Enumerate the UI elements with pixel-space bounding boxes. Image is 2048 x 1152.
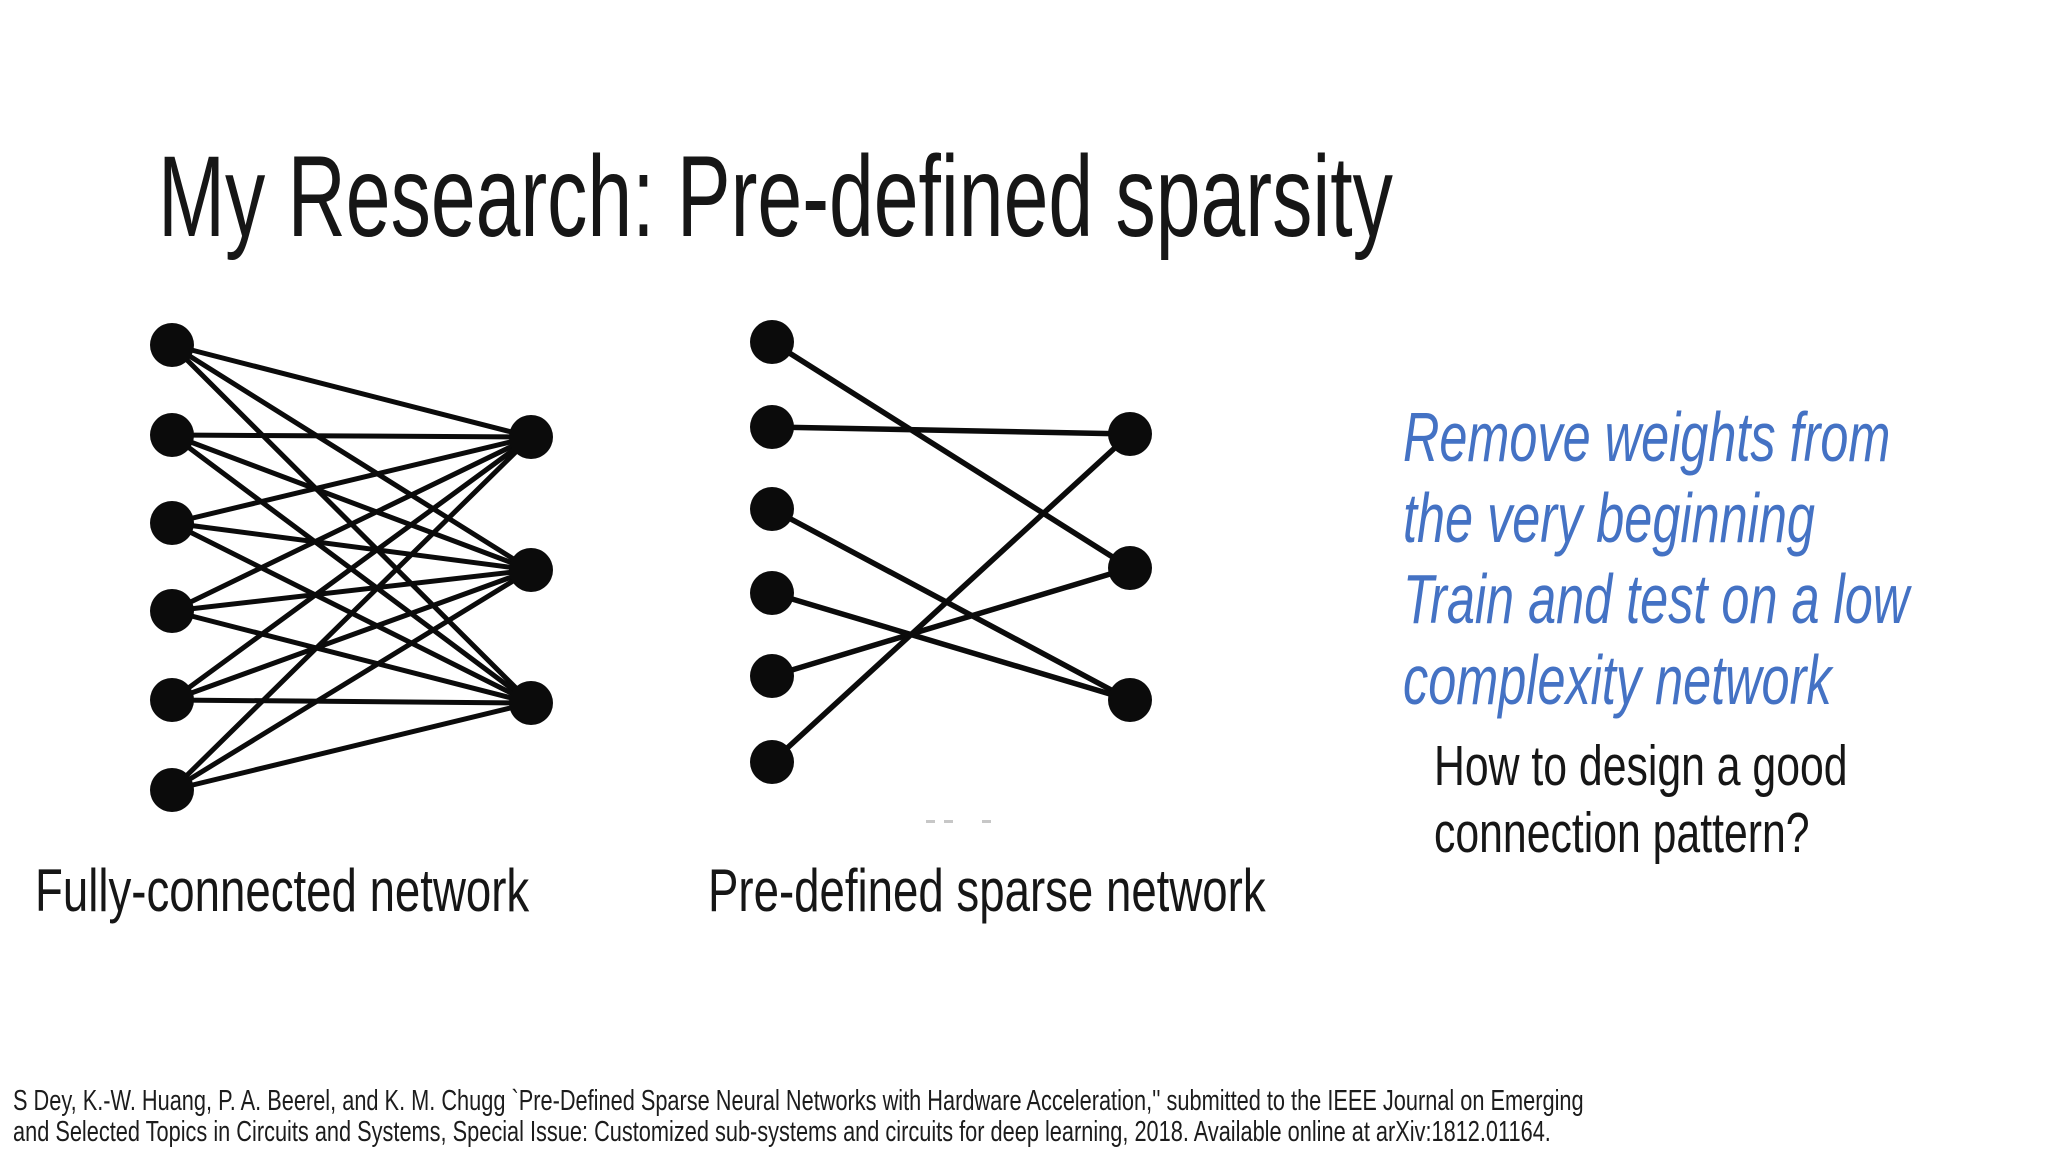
fully-connected-network-edge (169, 608, 534, 706)
blue-note-line: complexity network (1403, 641, 1832, 719)
faint-dash-artifact (982, 820, 991, 823)
sparse-network-node (750, 487, 794, 531)
sparse-network-node (750, 740, 794, 784)
fully-connected-network-node (150, 323, 194, 367)
sparse-network-node (1108, 546, 1152, 590)
sparse-network-diagram (750, 320, 1152, 823)
faint-dash-artifact (944, 820, 953, 823)
fully-connected-network-edge (169, 434, 534, 703)
slide-title: My Research: Pre-defined sparsity (158, 133, 1393, 261)
sparse-network-edge (769, 424, 1133, 437)
fully-connected-network-diagram (150, 323, 553, 812)
fully-connected-network-edge (169, 567, 534, 793)
citation-line: and Selected Topics in Circuits and Syst… (13, 1116, 1551, 1148)
faint-dash-artifact (926, 820, 935, 823)
fully-connected-network-edge (169, 434, 534, 526)
fully-connected-network-node (509, 548, 553, 592)
blue-note-line: the very beginning (1403, 479, 1815, 557)
fully-connected-network-edge (169, 432, 534, 573)
blue-note-line: Remove weights from (1403, 398, 1891, 476)
fully-connected-network-edge (169, 520, 534, 573)
question-line: connection pattern? (1434, 801, 1810, 865)
sparse-network-node (750, 320, 794, 364)
fully-connected-network-edge (169, 434, 534, 793)
sparse-network-node (1108, 412, 1152, 456)
sparse-network-edge (769, 506, 1133, 703)
question-note: How to design a good connection pattern? (1434, 733, 1848, 867)
sparse-network-edge (769, 590, 1133, 703)
fully-connected-network-edge (169, 434, 534, 614)
fully-connected-network-node (150, 589, 194, 633)
fully-connected-network-edge (169, 432, 534, 440)
sparse-network-edge (769, 431, 1133, 765)
sparse-network-node (750, 571, 794, 615)
fully-connected-network-node (150, 501, 194, 545)
citation: S Dey, K.-W. Huang, P. A. Beerel, and K.… (13, 1086, 1584, 1148)
question-line: How to design a good (1434, 734, 1848, 798)
fully-connected-network-edge (169, 342, 534, 440)
fully-connected-network-label: Fully-connected network (35, 857, 530, 924)
sparse-network-edge (769, 565, 1133, 679)
blue-note-line: Train and test on a low (1403, 560, 1910, 638)
fully-connected-network-node (509, 415, 553, 459)
fully-connected-network-edge (169, 700, 534, 793)
fully-connected-network-edge (169, 342, 534, 573)
fully-connected-network-edge (169, 567, 534, 614)
sparse-network-edge (769, 339, 1133, 571)
fully-connected-network-edge (169, 697, 534, 706)
sparse-network-label: Pre-defined sparse network (708, 857, 1266, 924)
fully-connected-network-node (509, 681, 553, 725)
fully-connected-network-edge (169, 567, 534, 703)
fully-connected-network-node (150, 413, 194, 457)
sparse-network-node (750, 405, 794, 449)
fully-connected-network-node (150, 768, 194, 812)
sparse-network-node (750, 654, 794, 698)
sparse-network-node (1108, 678, 1152, 722)
blue-note: Remove weights from the very beginning T… (1403, 397, 1909, 721)
citation-line: S Dey, K.-W. Huang, P. A. Beerel, and K.… (13, 1085, 1584, 1117)
fully-connected-network-node (150, 678, 194, 722)
